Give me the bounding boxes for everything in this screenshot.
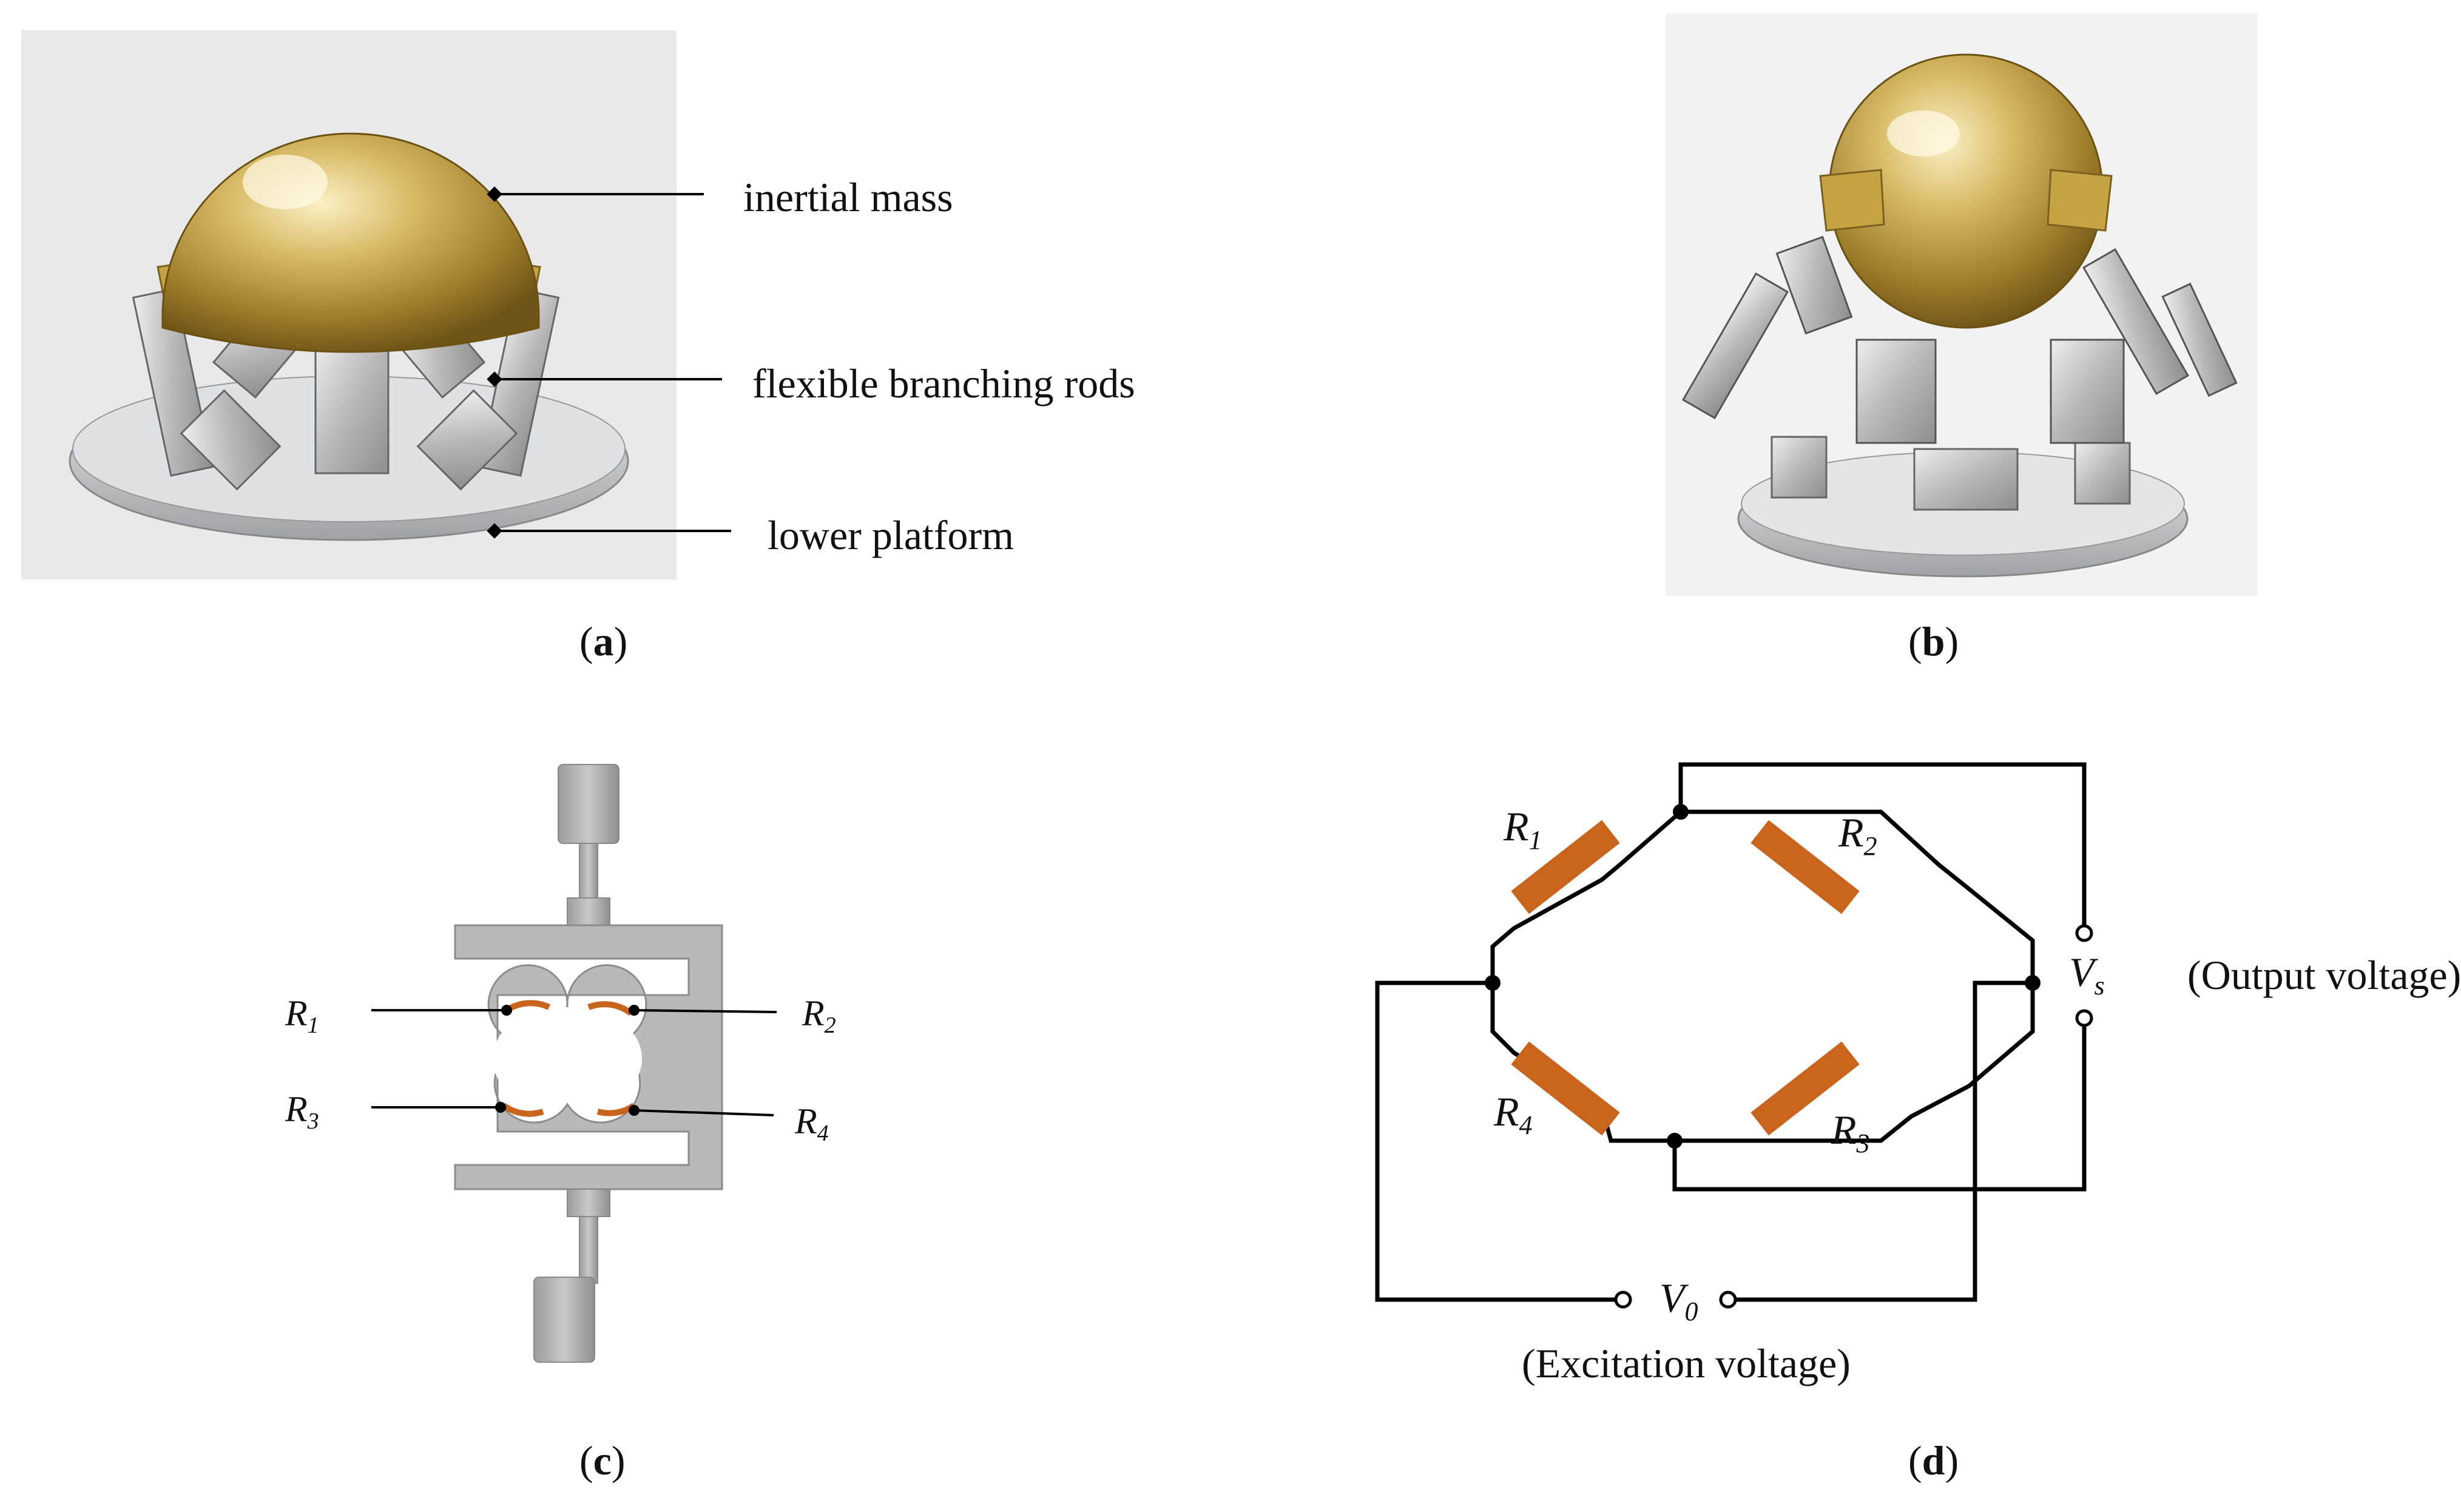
- label-r3-d: R3: [1831, 1107, 1870, 1158]
- caption-d: (d): [1908, 1437, 1959, 1483]
- terminal-v0-left: [1614, 1291, 1632, 1309]
- label-v0: V0: [1659, 1275, 1698, 1326]
- panel-d: [1375, 762, 2087, 1302]
- panel-c: R1 R2 R3 R4 (c): [285, 764, 836, 1483]
- bridge-octagon: [1681, 809, 2035, 971]
- label-flexible-branching-rods: flexible branching rods: [752, 360, 1135, 407]
- wire-left-to-excitation: [1375, 980, 1617, 1302]
- caption-b: (b): [1908, 618, 1959, 664]
- terminal-vs-top: [2075, 924, 2093, 942]
- node-bottom: [1667, 1133, 1683, 1149]
- label-r1-d: R1: [1503, 803, 1542, 855]
- panel-b: (b): [1666, 13, 2257, 664]
- terminal-vs-bottom: [2075, 1009, 2093, 1027]
- label-r4-c: R4: [794, 1101, 829, 1146]
- node-top: [1673, 804, 1689, 820]
- panel-d-components: R1 R2 R4 R3 Vs (Output voltage) V0 (Exci…: [1485, 803, 2461, 1483]
- node-right: [2025, 975, 2041, 991]
- label-r2-c: R2: [802, 993, 836, 1038]
- resistor-r2: [1750, 820, 1860, 914]
- strain-gauge-r3: [502, 1102, 544, 1117]
- label-inertial-mass: inertial mass: [743, 174, 953, 220]
- terminal-v0-right: [1719, 1291, 1737, 1309]
- label-r4-d: R4: [1493, 1088, 1533, 1140]
- label-output-voltage: (Output voltage): [2187, 952, 2461, 998]
- label-excitation-voltage: (Excitation voltage): [1522, 1340, 1851, 1386]
- label-lower-platform: lower platform: [768, 512, 1014, 558]
- panel-a: inertial mass flexible branching rods lo…: [21, 30, 1135, 664]
- label-r1-c: R1: [285, 993, 319, 1038]
- label-r2-d: R2: [1838, 809, 1877, 861]
- wire-right-to-excitation: [1732, 980, 2033, 1302]
- strain-gauge-r4: [596, 1102, 636, 1116]
- label-vs: Vs: [2069, 949, 2105, 1001]
- exploded-rods-shape: [1681, 235, 2238, 444]
- node-left: [1485, 975, 1501, 991]
- strain-gauge-r1: [505, 1000, 551, 1013]
- label-r3-c: R3: [285, 1089, 319, 1134]
- wire-top-to-output: [1678, 762, 2087, 928]
- top-cylinder: [558, 764, 619, 844]
- strain-gauge-r2: [587, 1001, 633, 1016]
- bottom-cylinder: [533, 1277, 595, 1363]
- caption-c: (c): [579, 1437, 626, 1483]
- resistor-r1: [1511, 820, 1620, 914]
- resistor-r4: [1511, 1041, 1620, 1136]
- wire-bottom-to-output: [1672, 1022, 2087, 1192]
- caption-a: (a): [579, 618, 627, 664]
- resistor-r3: [1750, 1041, 1860, 1136]
